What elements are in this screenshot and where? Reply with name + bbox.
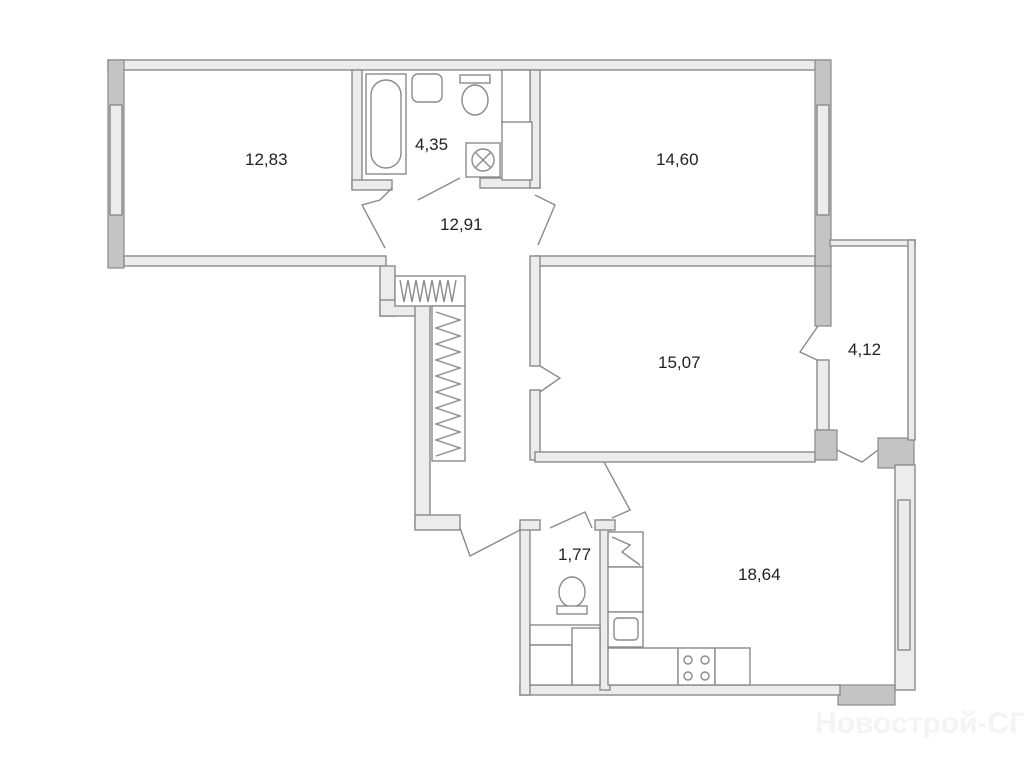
watermark: Новострой-СПб (815, 707, 1024, 740)
wardrobe (394, 275, 466, 462)
toilet-tank (459, 74, 491, 84)
washing-machine (501, 121, 533, 181)
room-area-balcony: 4,12 (848, 340, 881, 359)
room-area-toilet: 1,77 (558, 545, 591, 564)
doors (360, 177, 879, 557)
bathroom-fixtures (365, 69, 533, 181)
wc-toilet (558, 576, 586, 608)
toilet (461, 84, 489, 116)
window-kitchen (897, 499, 911, 651)
room-area-hallway: 12,91 (440, 215, 483, 234)
window-left (109, 104, 123, 216)
sink (411, 73, 443, 103)
stove (677, 647, 716, 686)
bathtub (365, 73, 407, 175)
window-middle (816, 359, 830, 431)
walls (107, 59, 916, 706)
room-area-bedroom-middle: 15,07 (658, 353, 701, 372)
room-area-bedroom-top-right: 14,60 (656, 150, 699, 169)
room-area-kitchen-living: 18,64 (738, 565, 781, 584)
kitchen-fixtures (529, 531, 751, 686)
window-right-top (816, 104, 830, 216)
room-area-bathroom: 4,35 (415, 135, 448, 154)
boiler (571, 627, 601, 686)
room-area-bedroom-left: 12,83 (245, 150, 288, 169)
